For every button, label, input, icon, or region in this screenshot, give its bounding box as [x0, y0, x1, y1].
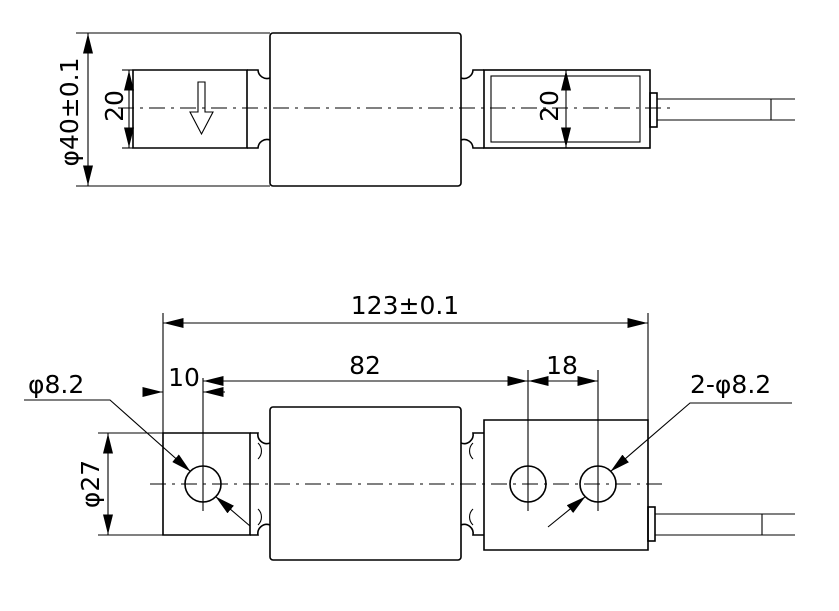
edge-to-hole-dimension: 10	[142, 363, 225, 397]
left-hole-label: φ8.2	[28, 370, 84, 399]
left-block-height-dimension: 20	[100, 69, 134, 149]
right-block-height-label: 20	[535, 90, 564, 122]
height-dimension: φ27	[76, 432, 163, 536]
top-right-block	[483, 69, 651, 149]
left-block-height-label: 20	[100, 90, 129, 122]
right-holes-leader: 2-φ8.2	[547, 370, 792, 528]
right-holes-label: 2-φ8.2	[690, 370, 771, 399]
hole-spacing-dimension: 82	[203, 351, 528, 386]
bottom-cable-gland	[647, 506, 656, 542]
bottom-cable	[655, 513, 795, 536]
right-hole-spacing-label: 18	[546, 351, 578, 380]
diameter-dimension: φ40±0.1	[55, 32, 270, 187]
bottom-view: 123±0.1 10 82 18 φ8	[24, 291, 795, 561]
top-cable-gland	[649, 92, 658, 128]
left-hole-leader: φ8.2	[24, 370, 251, 527]
top-left-neck	[247, 69, 271, 149]
top-right-neck	[460, 69, 484, 149]
hole-spacing-label: 82	[349, 351, 381, 380]
force-direction-arrow	[189, 81, 214, 136]
top-left-block	[132, 69, 248, 149]
hole-extension-lines	[202, 370, 599, 511]
overall-length-dimension: 123±0.1	[162, 291, 649, 433]
edge-to-hole-label: 10	[168, 363, 200, 392]
overall-length-label: 123±0.1	[351, 291, 459, 320]
bottom-right-neck	[460, 432, 484, 536]
right-hole-spacing-dimension: 18	[528, 351, 598, 386]
diameter-label: φ40±0.1	[55, 57, 84, 166]
bottom-right-block	[483, 419, 649, 551]
right-block-height-dimension: 20	[535, 70, 571, 148]
height-label: φ27	[76, 460, 105, 508]
top-cable	[657, 98, 795, 121]
bottom-left-neck	[250, 432, 271, 536]
top-view: φ40±0.1 20 20	[55, 32, 795, 187]
top-cylinder-body	[269, 32, 462, 187]
